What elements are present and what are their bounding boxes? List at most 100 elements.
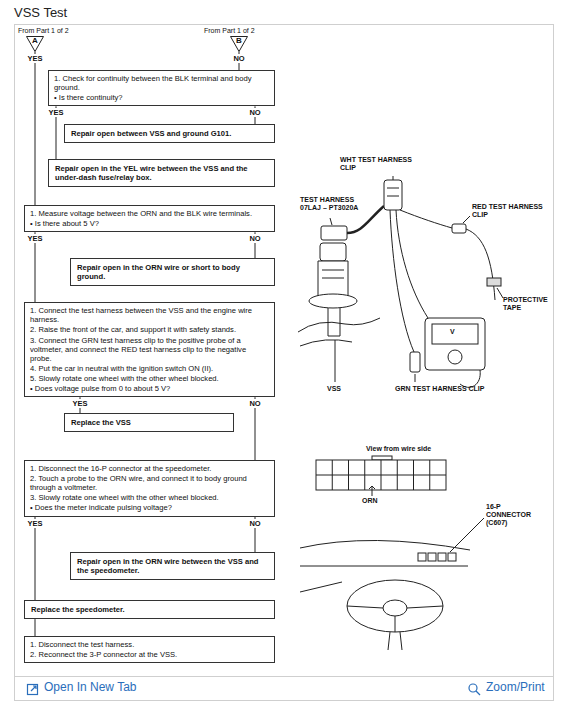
step-box: 1. Check for continuity between the BLK …: [48, 70, 275, 106]
drawing-stroke: [322, 270, 344, 278]
flow-line: [35, 619, 36, 636]
branch-label: NO: [247, 519, 262, 528]
dash-connector: [448, 553, 456, 561]
step-box: 1. Measure voltage between the ORN and t…: [24, 205, 275, 232]
leader-line: [393, 176, 394, 180]
branch-label: NO: [247, 399, 262, 408]
drawing-stroke: [469, 684, 477, 692]
leader-line: [463, 216, 470, 223]
leader-line: [335, 340, 336, 382]
steering-hub: [383, 600, 407, 616]
branch-label: YES: [70, 399, 89, 408]
action-box: Repair open in the YEL wire between the …: [48, 159, 275, 187]
vss-flange: [309, 294, 357, 308]
steering-wheel: [347, 580, 443, 632]
toolbar-link: Zoom/Print: [486, 681, 545, 695]
steering-spokes: [347, 606, 443, 632]
step-text: 3. Connect the GRN test harness clip to …: [30, 336, 269, 363]
part-label: PROTECTIVE TAPE: [503, 296, 551, 312]
flow-line: [35, 52, 36, 205]
part-label: VSS: [327, 385, 341, 393]
marker-triangle: A: [26, 36, 44, 52]
leader-line: [330, 218, 332, 225]
branch-label: YES: [25, 234, 44, 243]
meter-dial: [448, 350, 462, 364]
probe-lead: [460, 370, 480, 387]
connector-tab: [372, 456, 392, 460]
marker-letter: A: [26, 36, 44, 45]
marker-heading: From Part 1 of 2: [18, 27, 80, 35]
dashboard: [300, 582, 342, 592]
action-box: Replace the speedometer.: [24, 600, 275, 619]
branch-label: YES: [46, 108, 65, 117]
red-wire: [400, 210, 452, 228]
drawing-stroke: [476, 691, 480, 695]
tape-wire: [466, 229, 495, 300]
step-box: 1. Disconnect the 16-P connector at the …: [24, 460, 275, 517]
dashboard: [300, 540, 470, 550]
drawing-stroke: [15, 676, 554, 677]
step-text: 1. Measure voltage between the ORN and t…: [30, 209, 269, 218]
step-text: 4. Put the car in neutral with the ignit…: [30, 364, 269, 373]
part-label: TEST HARNESS 07LAJ – PT3020A: [300, 196, 370, 212]
harness-connector: [321, 226, 347, 240]
marker-heading: From Part 1 of 2: [204, 27, 266, 35]
steering-column: [388, 632, 402, 650]
leader-line: [497, 288, 503, 298]
grn-clip: [410, 352, 420, 372]
drawing-stroke: [31, 686, 36, 691]
step-text: Replace the VSS: [71, 418, 227, 427]
branch-label: NO: [247, 108, 262, 117]
engine-outline: [298, 318, 380, 332]
step-text: Repair open in the YEL wire between the …: [55, 164, 268, 182]
step-text: • Does voltage pulse from 0 to about 5 V…: [30, 384, 269, 393]
part-label: ORN: [362, 497, 378, 505]
branch-label: YES: [25, 54, 44, 63]
marker-triangle: B: [230, 36, 248, 52]
dash-connector: [428, 553, 436, 561]
voltmeter: [425, 318, 485, 370]
step-text: 1. Connect the test harness between the …: [30, 306, 269, 324]
flow-line: [35, 517, 36, 600]
wht-clip: [384, 180, 402, 210]
step-box: 1. Disconnect the test harness.2. Reconn…: [24, 636, 275, 663]
triangle-shape: [27, 36, 44, 51]
part-label: GRN TEST HARNESS CLIP: [395, 385, 484, 393]
step-text: • Does the meter indicate pulsing voltag…: [30, 503, 269, 512]
drawing-stroke: [28, 685, 38, 695]
connector-cells: [316, 460, 446, 490]
offpage-marker: From Part 1 of 2A: [18, 27, 80, 52]
panel-frame: [15, 25, 554, 701]
dash-connector: [418, 553, 426, 561]
vss-connector: [320, 243, 346, 261]
16p-connector: [316, 460, 446, 490]
action-box: Replace the VSS: [64, 413, 234, 432]
toolbar-link: Open In New Tab: [44, 681, 137, 695]
part-label: WHT TEST HARNESS CLIP: [340, 156, 420, 172]
drawing-stroke: [316, 475, 446, 476]
action-box: Repair open in the ORN wire between the …: [70, 552, 275, 580]
leader-arrow: [369, 486, 375, 496]
connector-illustration: [300, 456, 484, 650]
step-text: Repair open in the ORN wire between the …: [77, 557, 268, 575]
action-box: Repair open between VSS and ground G101.: [64, 124, 275, 143]
branch-label: YES: [25, 519, 44, 528]
step-text: 1. Disconnect the test harness.: [30, 640, 269, 649]
triangle-shape: [231, 36, 248, 51]
step-text: Repair open between VSS and ground G101.: [71, 129, 268, 138]
vss-shaft: [328, 308, 340, 336]
part-label: 16-P CONNECTOR (C607): [486, 503, 541, 527]
dashboard: [300, 566, 468, 567]
wire: [396, 210, 428, 318]
branch-label: NO: [247, 234, 262, 243]
engine-outline: [300, 340, 352, 346]
protective-tape: [487, 278, 501, 286]
step-text: 1. Check for continuity between the BLK …: [54, 74, 269, 92]
part-label: View from wire side: [366, 445, 431, 453]
leader-line: [450, 518, 484, 552]
branch-label: NO: [231, 54, 246, 63]
drawing-stroke: [387, 188, 399, 196]
dash-connector: [438, 553, 446, 561]
